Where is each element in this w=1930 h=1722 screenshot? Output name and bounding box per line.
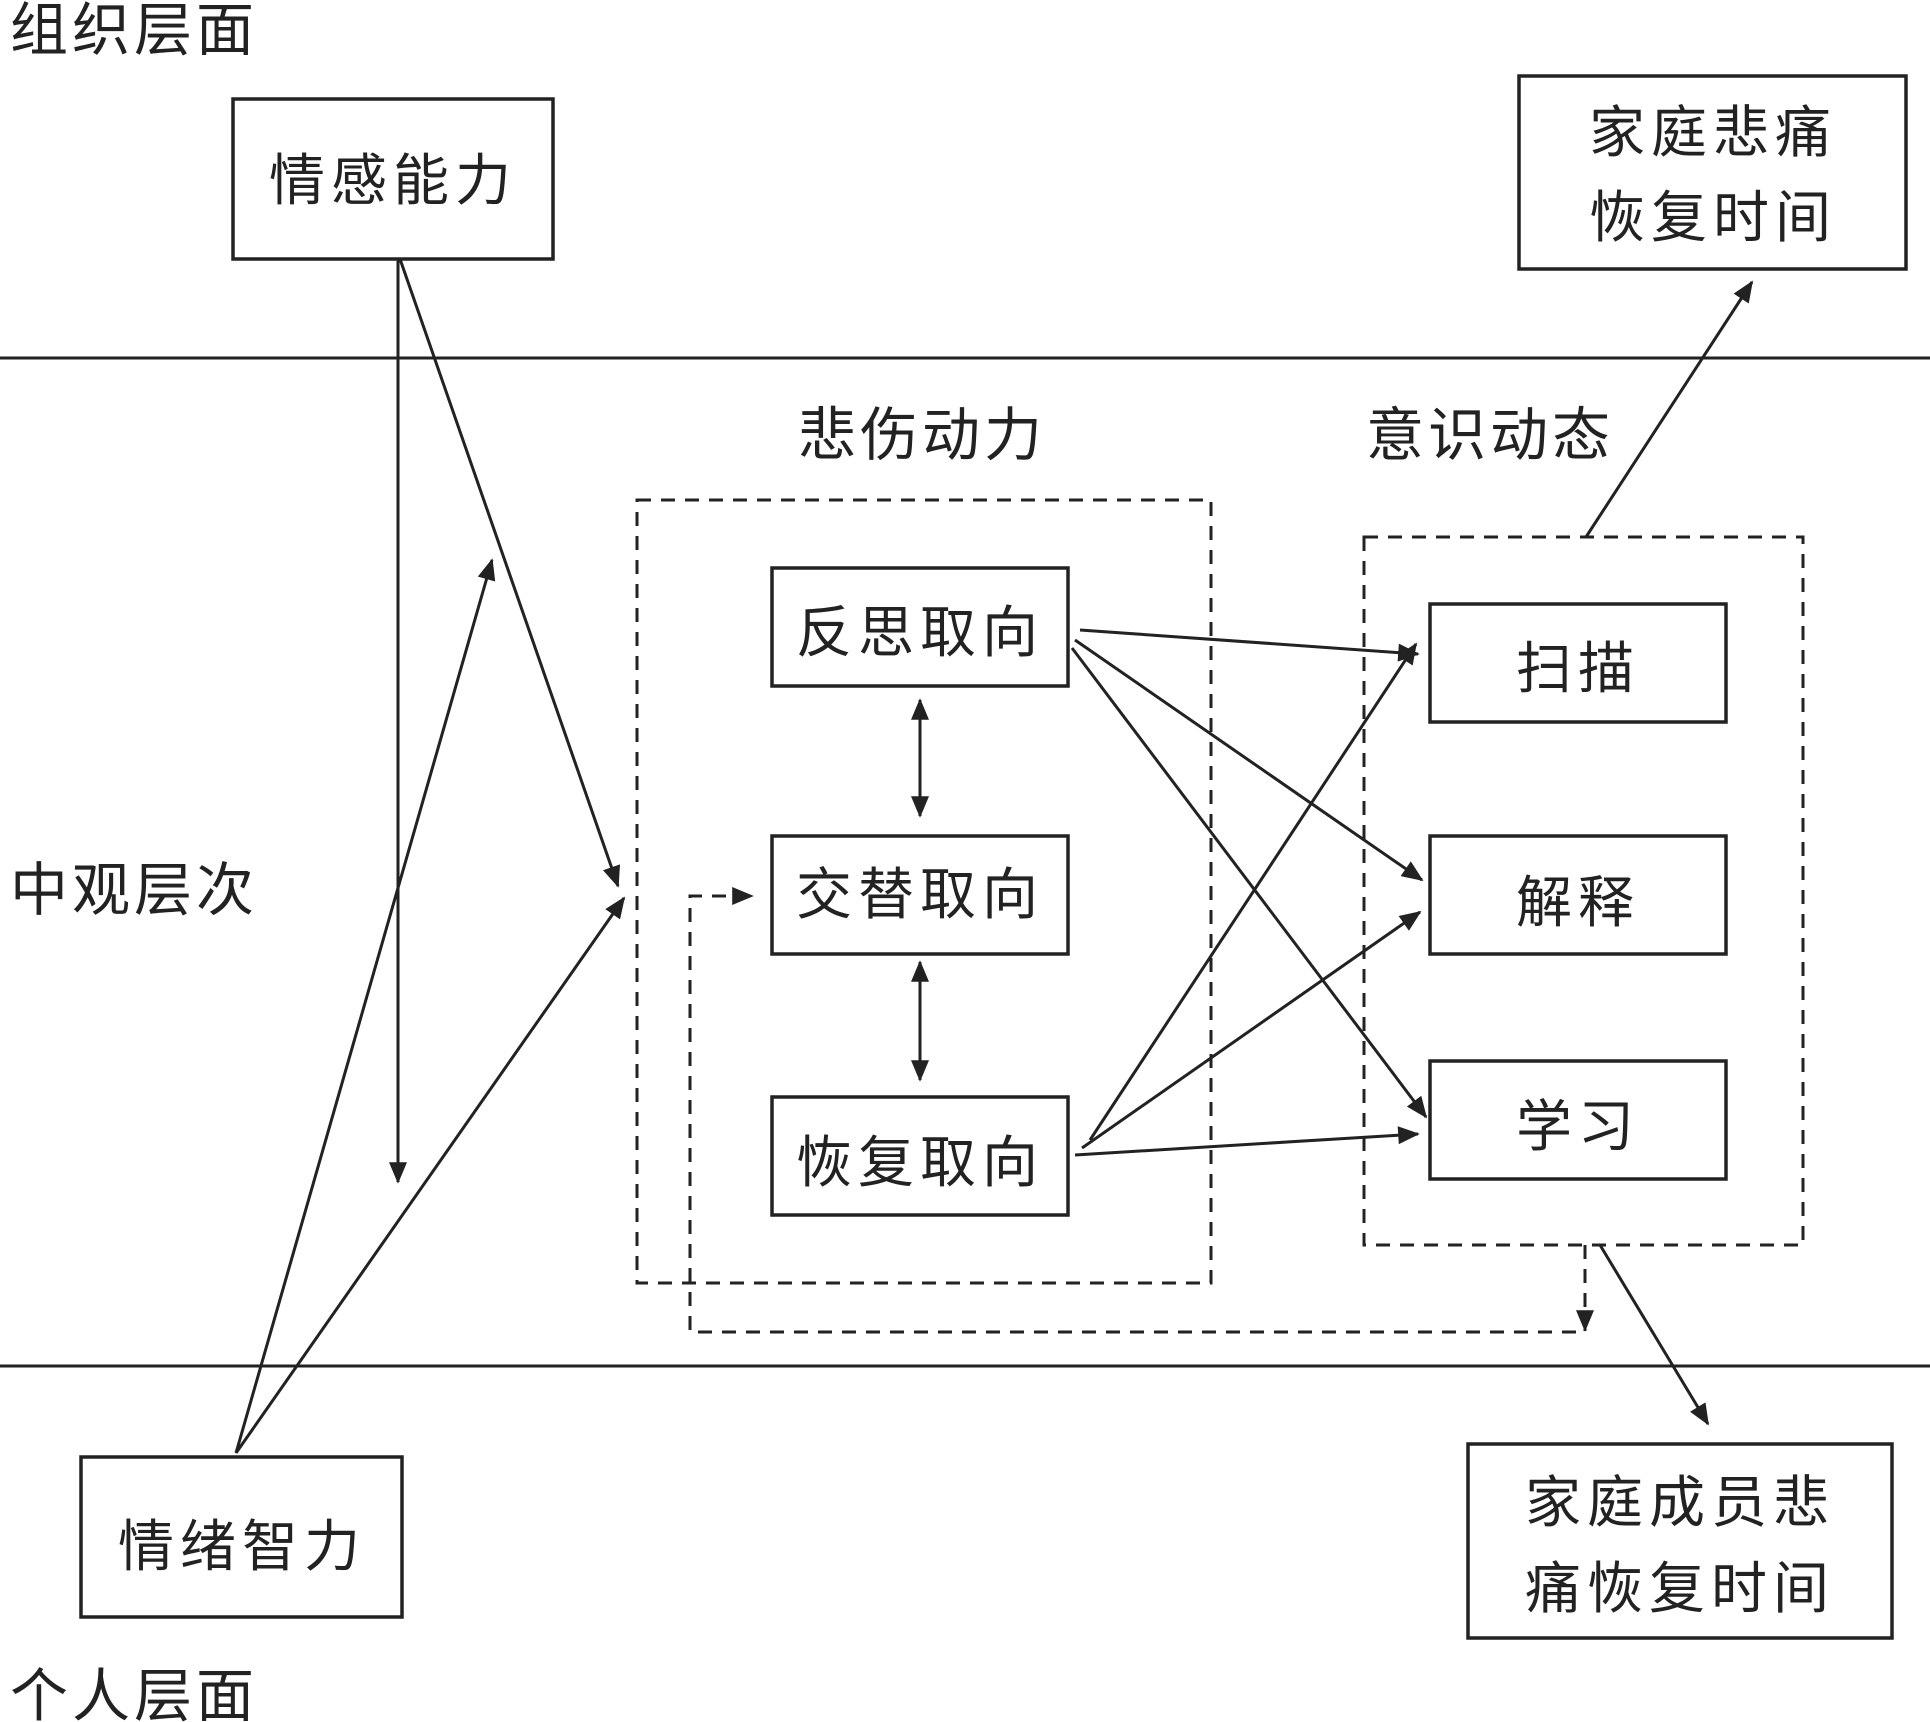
level-label-individual: 个人层面 (10, 1662, 258, 1722)
level-label-organizational: 组织层面 (10, 0, 258, 64)
arrow-reflective-to-learning (1070, 647, 1428, 1119)
restoration-orientation-node: 恢复取向 (770, 1095, 1070, 1217)
member-recovery-label-line1: 家庭成员悲 (1525, 1471, 1835, 1536)
arrow-reflective-to-scanning (1079, 628, 1420, 662)
emotional-capacity-label: 情感能力 (269, 149, 517, 214)
alternating-orientation-label: 交替取向 (796, 863, 1044, 928)
alternating-orientation-node: 交替取向 (770, 834, 1070, 956)
family-recovery-label-line2: 恢复时间 (1589, 186, 1837, 251)
emotional-capacity-node: 情感能力 (231, 97, 555, 261)
learning-node: 学习 (1428, 1059, 1728, 1181)
family-recovery-label-line1: 家庭悲痛 (1589, 101, 1837, 166)
level-label-meso: 中观层次 (10, 856, 258, 924)
arrow-reflective-to-interpretation (1074, 638, 1424, 882)
reflective-orientation-label: 反思取向 (796, 601, 1044, 666)
arrow-consciousness-to-member-recovery (1598, 1244, 1710, 1426)
reflective-orientation-node: 反思取向 (770, 566, 1070, 688)
restoration-orientation-label: 恢复取向 (796, 1131, 1044, 1196)
arrow-restoration-to-scanning (1088, 642, 1418, 1141)
emotional-intelligence-label: 情绪智力 (118, 1515, 366, 1580)
arrow-capacity-to-grief-dynamics (398, 258, 620, 888)
group-title-consciousness-dynamics: 意识动态 (1366, 401, 1614, 469)
arrow-restoration-to-learning (1074, 1126, 1420, 1157)
member-recovery-label-line2: 痛恢复时间 (1525, 1557, 1835, 1622)
learning-label: 学习 (1516, 1095, 1640, 1160)
interpretation-label: 解释 (1516, 871, 1640, 936)
emotional-intelligence-node: 情绪智力 (79, 1455, 404, 1619)
scanning-label: 扫描 (1516, 637, 1640, 702)
member-grief-recovery-time-node: 家庭成员悲 痛恢复时间 (1466, 1442, 1894, 1640)
arrow-intelligence-to-moderation (234, 558, 496, 1454)
arrow-intelligence-to-grief-dynamics (234, 896, 626, 1454)
family-grief-recovery-time-node: 家庭悲痛 恢复时间 (1517, 74, 1908, 271)
arrow-restoration-to-interpretation (1081, 910, 1422, 1150)
consciousness-dynamics-group (1362, 535, 1805, 1247)
group-title-grief-dynamics: 悲伤动力 (798, 401, 1046, 469)
grief-dynamics-group (635, 498, 1213, 1285)
arrow-consciousness-to-family-recovery (1584, 280, 1754, 538)
interpretation-node: 解释 (1428, 834, 1728, 956)
scanning-node: 扫描 (1428, 602, 1728, 724)
